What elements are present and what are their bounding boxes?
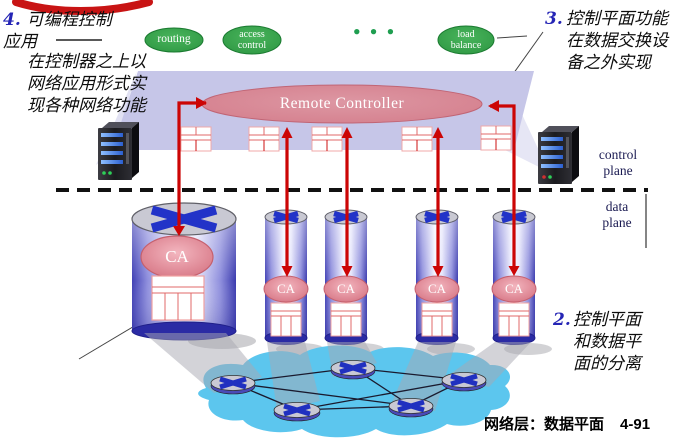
arrowhead bbox=[432, 266, 444, 277]
router-link bbox=[232, 382, 412, 407]
ca-label-1: CA bbox=[165, 247, 189, 266]
annotation-3-number: 3. bbox=[545, 9, 563, 29]
arrowhead bbox=[281, 127, 293, 138]
server-icon-left bbox=[98, 122, 139, 180]
ca-agent-ellipse bbox=[323, 275, 369, 303]
annotation-3: 3.控制平面功能 在数据交换设 备之外实现 bbox=[545, 8, 686, 74]
app-label-routing: routing bbox=[157, 33, 191, 45]
app-oval-routing bbox=[144, 27, 204, 53]
cloud-router-b bbox=[330, 360, 376, 380]
app-label-access-control: access control bbox=[237, 29, 267, 51]
ca-label-5: CA bbox=[504, 281, 524, 296]
flow-table-icon bbox=[151, 275, 205, 321]
router-x-stroke bbox=[150, 205, 218, 233]
flow-table-icon bbox=[401, 126, 433, 152]
ca-agent-ellipse bbox=[263, 275, 309, 303]
arrowhead bbox=[281, 266, 293, 277]
flow-table-icon bbox=[248, 126, 280, 152]
sdn-switch-4 bbox=[414, 209, 475, 355]
flow-table-icon bbox=[270, 302, 302, 337]
ca-label-2: CA bbox=[276, 281, 296, 296]
footer-page-number: 4-91 bbox=[620, 416, 651, 433]
arrowhead bbox=[488, 100, 499, 112]
annotation-2: 2.控制平面 和数据平 面的分离 bbox=[553, 309, 683, 375]
app-label-load-balance: load balance bbox=[450, 29, 482, 51]
slide-footer: 网络层：数据平面 4-91 bbox=[484, 413, 650, 434]
footer-title: 网络层：数据平面 bbox=[484, 416, 605, 433]
app-oval-access-control bbox=[222, 25, 282, 55]
ca-label-4: CA bbox=[427, 281, 447, 296]
cloud-router-d bbox=[388, 398, 434, 418]
annotation-2-body: 控制平面 和数据平 面的分离 bbox=[573, 310, 641, 374]
annotation-2-number: 2. bbox=[553, 310, 571, 330]
annotation-4-title: 可编程控制 应用 bbox=[3, 10, 112, 52]
arrowhead bbox=[341, 127, 353, 138]
annotation-4-body: 在控制器之上以 网络应用形式实 现各种网络功能 bbox=[27, 52, 146, 116]
flow-table-icon bbox=[480, 125, 512, 151]
annotation-4-number: 4. bbox=[3, 10, 21, 30]
arrowhead bbox=[341, 266, 353, 277]
sdn-switch-1 bbox=[131, 202, 256, 349]
router-link bbox=[296, 379, 465, 411]
arrowhead bbox=[508, 266, 520, 276]
annotation-4: 4.可编程控制 应用 bbox=[3, 9, 163, 53]
light-beam bbox=[392, 342, 456, 411]
remote-controller-label: Remote Controller bbox=[279, 95, 405, 112]
sdn-switch-2 bbox=[263, 209, 324, 355]
flow-table-icon bbox=[311, 126, 343, 152]
arrowhead bbox=[196, 97, 207, 109]
annotation-3-body: 控制平面功能 在数据交换设 备之外实现 bbox=[566, 9, 668, 73]
cloud-router-a bbox=[210, 375, 256, 395]
connector-loadbalance bbox=[496, 35, 528, 39]
cloud-router-e bbox=[441, 372, 487, 392]
apps-ellipsis: • • • bbox=[352, 23, 397, 41]
plane-flow-tables bbox=[180, 125, 512, 152]
cloud-router-c bbox=[273, 402, 321, 422]
ca-agent-ellipse bbox=[414, 275, 460, 303]
arrowhead bbox=[173, 226, 185, 236]
light-beam bbox=[267, 342, 320, 411]
flow-table-icon bbox=[421, 302, 453, 337]
control-plane-label: control plane bbox=[598, 147, 638, 178]
flow-table-icon bbox=[330, 302, 362, 337]
ca-label-3: CA bbox=[336, 281, 356, 296]
flow-table-icon bbox=[498, 302, 530, 337]
flow-table-icon bbox=[180, 126, 212, 152]
arrowhead bbox=[432, 127, 444, 138]
data-plane-label: data plane bbox=[602, 199, 632, 230]
control-arrows bbox=[173, 97, 520, 277]
server-icon-right bbox=[538, 126, 579, 184]
app-oval-load-balance bbox=[437, 25, 495, 55]
red-highlight-swoosh bbox=[12, 0, 153, 15]
